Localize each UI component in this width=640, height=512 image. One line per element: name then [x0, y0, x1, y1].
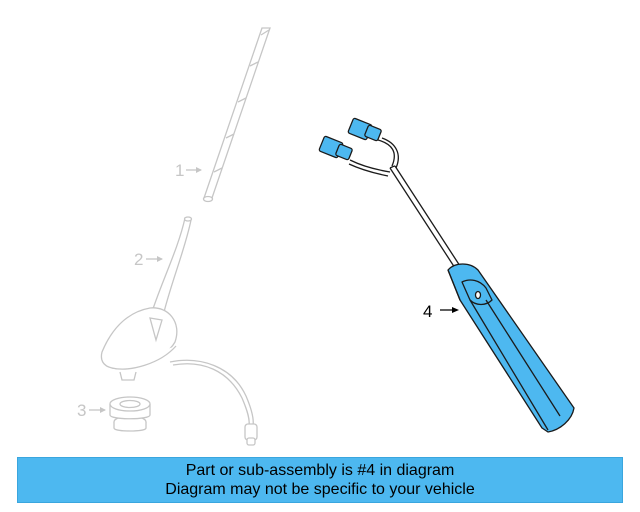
- banner-line-part-number: Part or sub-assembly is #4 in diagram: [185, 462, 455, 479]
- part-1-antenna-mast: [202, 27, 271, 203]
- callout-3-number: 3: [77, 401, 86, 420]
- part-4-antenna-amplifier: [318, 117, 575, 433]
- callout-4-arrow-icon: [452, 307, 459, 313]
- callout-2-number: 2: [134, 250, 143, 269]
- callout-1: 1: [175, 161, 202, 180]
- info-banner: Part or sub-assembly is #4 in diagram Di…: [17, 457, 623, 503]
- banner-line-disclaimer: Diagram may not be specific to your vehi…: [165, 481, 475, 498]
- callout-3: 3: [77, 401, 106, 420]
- callout-1-number: 1: [175, 161, 184, 180]
- callout-2: 2: [134, 250, 163, 269]
- callout-4: 4: [423, 302, 459, 321]
- part-4-connector-a: [347, 117, 399, 169]
- part-3-seal: [109, 396, 151, 432]
- callout-2-arrow-icon: [157, 256, 163, 262]
- parts-diagram: 1 2 3: [77, 27, 575, 446]
- callout-3-arrow-icon: [100, 407, 106, 413]
- part-4-connector-b: [318, 135, 391, 177]
- callout-1-arrow-icon: [196, 167, 202, 173]
- callout-4-number: 4: [423, 302, 432, 321]
- part-2-antenna-base: [100, 216, 258, 446]
